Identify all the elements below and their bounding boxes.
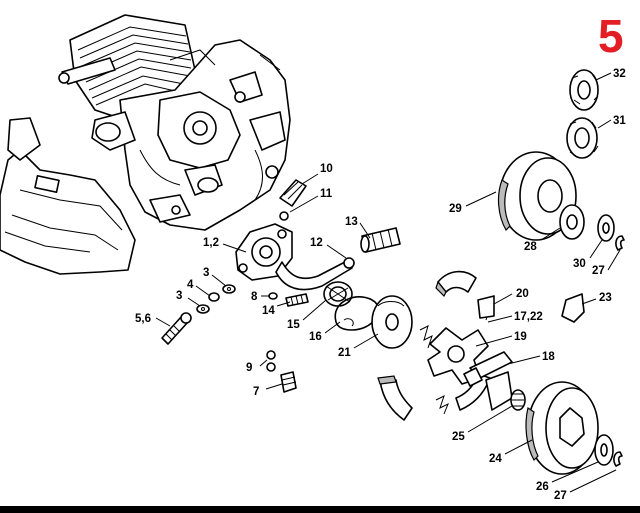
callout-27-top: 27	[592, 265, 605, 277]
callout-13: 13	[345, 216, 358, 228]
callout-4: 4	[187, 279, 194, 291]
callout-7: 7	[253, 386, 259, 398]
callout-8: 8	[251, 291, 258, 303]
clutch-group	[377, 270, 585, 421]
callout-24: 24	[489, 453, 502, 465]
page-number: 5	[598, 10, 624, 62]
callout-19: 19	[514, 331, 527, 343]
callout-9: 9	[246, 362, 252, 374]
bottom-rule	[0, 506, 640, 513]
callout-31: 31	[613, 115, 626, 127]
callout-16: 16	[309, 331, 322, 343]
callout-30: 30	[573, 258, 586, 270]
callout-18: 18	[542, 351, 555, 363]
callout-10: 10	[320, 163, 333, 175]
callout-12: 12	[310, 237, 323, 249]
callout-11: 11	[320, 188, 333, 200]
callout-labels: 32 31 29 28 30 27 10 11 13 12 1,2 3 4 3 …	[135, 68, 626, 502]
oil-pump-group	[161, 179, 413, 393]
callout-23: 23	[599, 292, 612, 304]
sprocket-drum-group	[497, 69, 625, 475]
callout-5-6: 5,6	[135, 313, 151, 325]
callout-3-lower: 3	[176, 290, 182, 302]
callout-20: 20	[516, 288, 529, 300]
callout-28: 28	[524, 241, 537, 253]
callout-25: 25	[452, 431, 465, 443]
callout-21: 21	[338, 347, 351, 359]
callout-32: 32	[613, 68, 626, 80]
leader-lines	[155, 72, 621, 493]
callout-1-2: 1,2	[203, 237, 219, 249]
callout-14: 14	[262, 305, 275, 317]
callout-3-upper: 3	[203, 267, 209, 279]
callout-17-22: 17,22	[514, 311, 543, 323]
callout-26: 26	[536, 481, 549, 493]
callout-29: 29	[449, 203, 462, 215]
callout-15: 15	[287, 319, 300, 331]
callout-27-bottom: 27	[554, 490, 567, 502]
engine-crankcase-drawing	[0, 14, 291, 275]
